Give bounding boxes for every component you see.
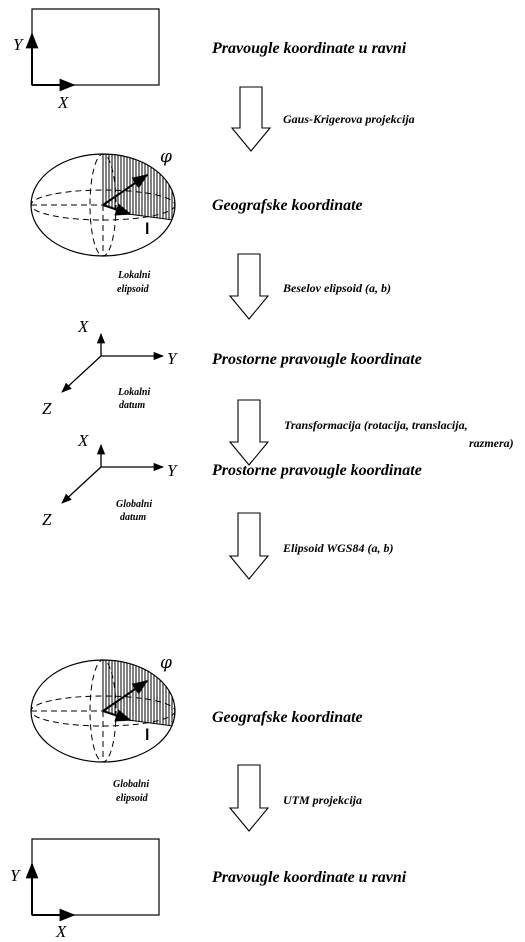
title-spatial-coordinates-2: Prostorne pravougle koordinate (211, 462, 422, 479)
phi-label: φ (160, 147, 172, 167)
caption-local-datum-line2: datum (119, 400, 145, 411)
caption-global-ellipsoid-line1: Globalni (113, 779, 149, 790)
caption-local-ellipsoid-line1: Lokalni (117, 270, 150, 281)
y-axis-label-3d: Y (167, 461, 178, 480)
title-geographic-coordinates-1: Geografske koordinate (212, 197, 363, 214)
flow-arrow-5 (228, 764, 270, 832)
z-axis-label-3d: Z (42, 399, 52, 418)
x-axis-label: X (55, 922, 67, 941)
phi-label: φ (160, 653, 172, 673)
phi-radius (102, 680, 149, 712)
plane-coordinates-figure-top: Y X (13, 8, 160, 112)
title-spatial-coordinates-1: Prostorne pravougle koordinate (211, 351, 422, 368)
x-axis-label-3d: X (77, 317, 89, 336)
lambda-label: l (145, 727, 149, 744)
ellipsoid-figure-global: φ l (30, 653, 176, 763)
z-axis-3d (61, 355, 102, 393)
caption-local-ellipsoid-line2: elipsoid (117, 284, 150, 295)
lambda-label: l (145, 221, 149, 238)
flow-arrow-4 (228, 512, 270, 580)
y-axis-label-3d: Y (167, 349, 178, 368)
lambda-radius (102, 203, 132, 216)
x-axis-label-3d: X (77, 431, 89, 450)
step-label-bessel-ellipsoid: Beselov elipsoid (a, b) (282, 281, 391, 295)
phi-radius (102, 174, 149, 206)
title-plane-coordinates-2: Pravougle koordinate u ravni (211, 869, 407, 886)
step-label-gauss-kruger: Gaus-Krigerova projekcija (283, 112, 415, 126)
y-axis-label: Y (10, 866, 21, 885)
z-axis-3d (61, 466, 102, 504)
3d-axes-local-datum: X Y Z (42, 317, 178, 418)
plane-coordinates-figure-bottom: Y X (10, 838, 160, 941)
y-axis-label: Y (13, 35, 24, 54)
lambda-radius (102, 709, 132, 722)
ellipsoid-figure-local: φ l (30, 147, 176, 257)
step-label-transformation-line2: razmera) (469, 436, 514, 450)
x-axis-label: X (57, 93, 69, 112)
caption-global-datum-line2: datum (120, 512, 146, 523)
3d-axes-global-datum: X Y Z (42, 431, 178, 529)
step-label-transformation-line1: Transformacija (rotacija, translacija, (284, 418, 468, 432)
flow-arrow-3 (228, 399, 270, 466)
plane-rectangle (31, 8, 160, 86)
step-label-utm-projection: UTM projekcija (283, 793, 362, 807)
title-geographic-coordinates-2: Geografske koordinate (212, 709, 363, 726)
z-axis-label-3d: Z (42, 510, 52, 529)
caption-global-datum-line1: Globalni (116, 499, 152, 510)
caption-local-datum-line1: Lokalni (117, 387, 150, 398)
title-plane-coordinates-1: Pravougle koordinate u ravni (211, 40, 407, 57)
step-label-wgs84-ellipsoid: Elipsoid WGS84 (a, b) (282, 541, 393, 555)
flow-arrow-1 (230, 86, 272, 152)
flow-arrow-2 (228, 253, 270, 320)
plane-rectangle (31, 838, 160, 916)
caption-global-ellipsoid-line2: elipsoid (116, 793, 149, 804)
